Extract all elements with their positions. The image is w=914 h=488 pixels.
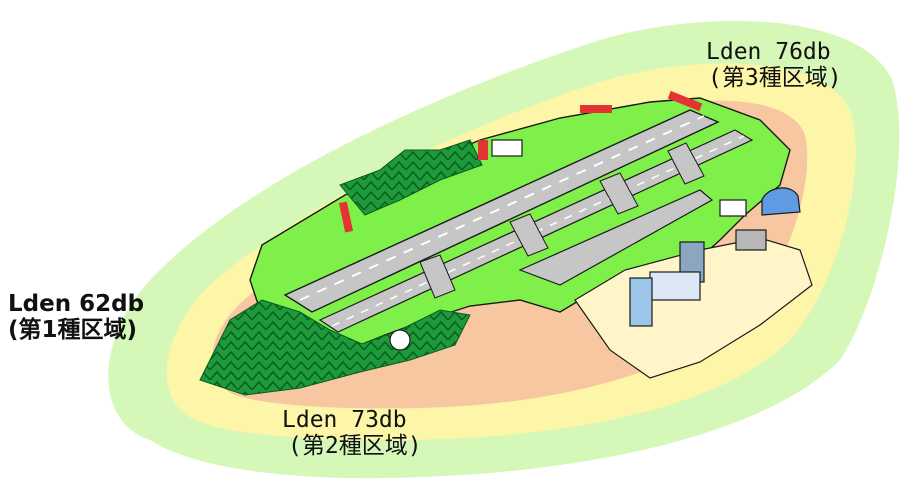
zone-1-label: Lden 62db (第1種区域) [8, 291, 145, 344]
taxiway-connector [599, 172, 639, 215]
runway-centerline [299, 115, 705, 301]
taxiway-connector [419, 254, 456, 299]
approach-light-marker [478, 140, 488, 160]
zone-2-level: Lden 73db [282, 407, 407, 433]
warehouse [735, 229, 767, 251]
hill-south [199, 299, 471, 396]
radar-icon [389, 329, 411, 351]
approach-light-marker [667, 90, 703, 112]
control-tower [629, 277, 653, 327]
runway [283, 109, 720, 313]
apron [518, 189, 714, 286]
approach-light-marker [338, 201, 354, 233]
taxiway-connector [667, 142, 705, 185]
taxiway-connector [509, 213, 549, 257]
zone-2-category: (第2種区域) [288, 432, 422, 459]
hangar-dome [761, 187, 801, 216]
zone-1-category: (第1種区域) [8, 316, 138, 343]
zone-3-level: Lden 76db [706, 39, 831, 65]
terminal-area [574, 237, 813, 379]
approach-light-marker [580, 105, 612, 113]
zone-3-label: Lden 76db (第3種区域) [706, 39, 842, 92]
zone-3-category: (第3種区域) [708, 64, 842, 91]
hangar [491, 139, 523, 157]
terminal-concourse [649, 271, 701, 301]
zone-1-level: Lden 62db [8, 291, 145, 317]
zone-2-label: Lden 73db (第2種区域) [282, 407, 422, 460]
cargo-building [719, 199, 747, 217]
hill-north [339, 139, 483, 216]
